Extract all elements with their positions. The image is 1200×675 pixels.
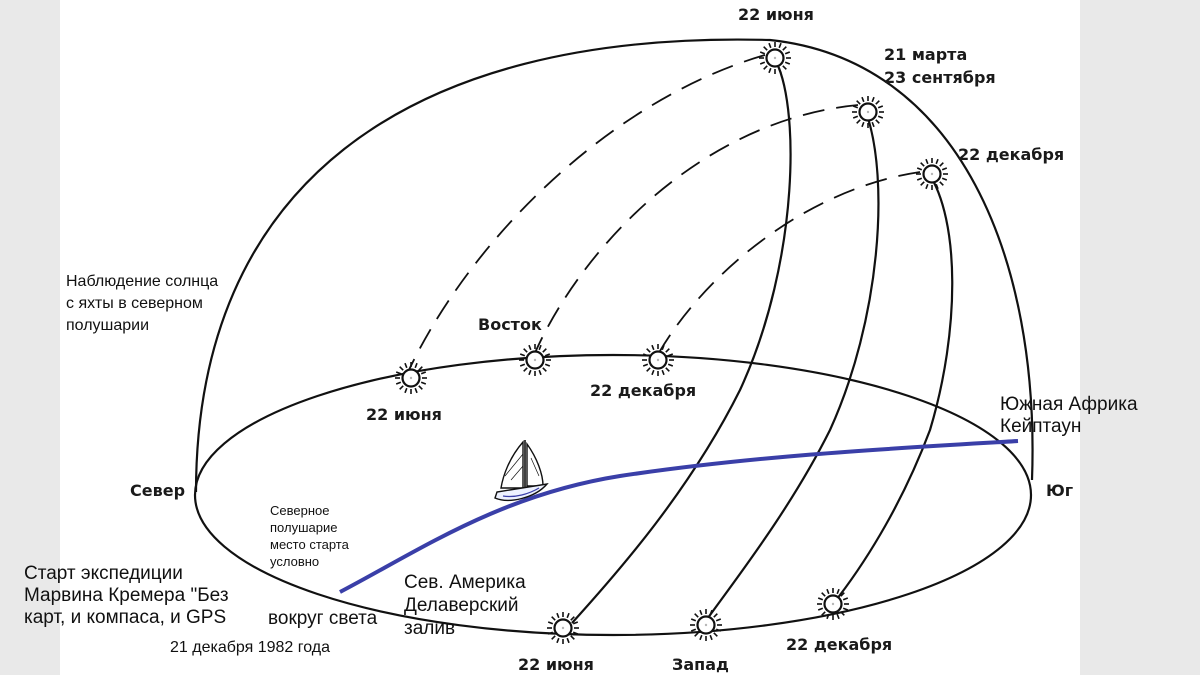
svg-text:залив: залив: [404, 618, 455, 639]
svg-text:полушарие: полушарие: [270, 520, 337, 535]
sun-icon: [690, 609, 722, 641]
label-west-june: 22 июня: [518, 655, 594, 674]
svg-text:вокруг света: вокруг света: [268, 608, 378, 629]
label-top-december: 22 декабря: [958, 145, 1064, 164]
label-march: 21 марта: [884, 45, 967, 64]
sun-icon: [642, 344, 674, 376]
svg-text:Марвина Кремера "Без: Марвина Кремера "Без: [24, 585, 229, 606]
label-west-december: 22 декабря: [786, 635, 892, 654]
svg-text:Северное: Северное: [270, 503, 329, 518]
svg-text:Южная Африка: Южная Африка: [1000, 394, 1138, 415]
label-september: 23 сентября: [884, 68, 996, 87]
label-west: Запад: [672, 655, 729, 674]
svg-text:полушарии: полушарии: [66, 317, 149, 334]
label-east: Восток: [478, 315, 542, 334]
sun-icon: [547, 612, 579, 644]
paper: [60, 0, 1080, 675]
svg-text:карт, и компаса, и GPS: карт, и компаса, и GPS: [24, 607, 226, 628]
sun-icon: [852, 96, 884, 128]
svg-text:21 декабря 1982 года: 21 декабря 1982 года: [170, 639, 330, 656]
svg-text:Делаверский: Делаверский: [404, 595, 519, 616]
label-south: Юг: [1046, 481, 1073, 500]
label-east-december: 22 декабря: [590, 381, 696, 400]
svg-text:Кейптаун: Кейптаун: [1000, 416, 1081, 437]
sun-icon: [759, 42, 791, 74]
svg-text:Старт экспедиции: Старт экспедиции: [24, 563, 183, 584]
label-top-june: 22 июня: [738, 5, 814, 24]
label-north: Север: [130, 481, 185, 500]
svg-text:Наблюдение солнца: Наблюдение солнца: [66, 273, 218, 290]
sun-icon: [519, 344, 551, 376]
label-east-june: 22 июня: [366, 405, 442, 424]
sun-icon: [395, 362, 427, 394]
svg-text:место старта: место старта: [270, 537, 350, 552]
svg-text:с яхты в северном: с яхты в северном: [66, 295, 203, 312]
svg-text:Сев. Америка: Сев. Америка: [404, 572, 526, 593]
sun-icon: [916, 158, 948, 190]
svg-text:условно: условно: [270, 554, 319, 569]
sun-icon: [817, 588, 849, 620]
